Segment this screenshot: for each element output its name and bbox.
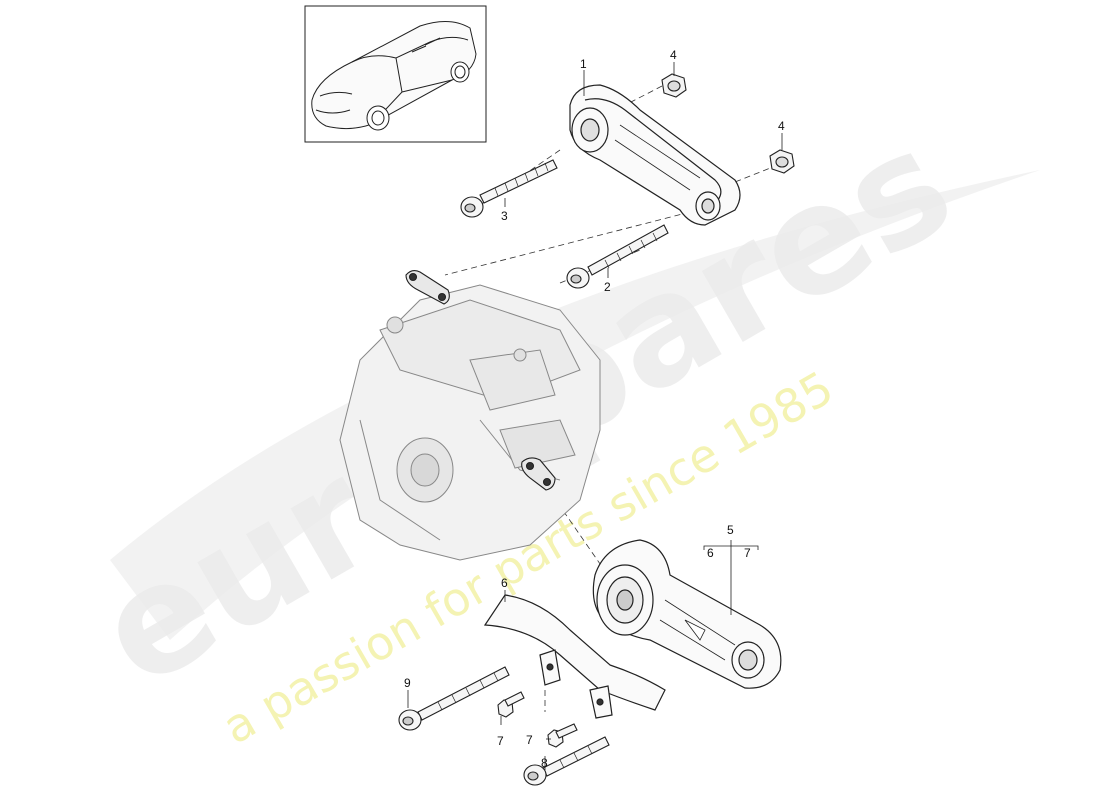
engine-assembly: [339, 284, 601, 561]
part-9-bolt: [398, 666, 510, 731]
callout-9: 9: [404, 676, 411, 690]
part-6-heat-shield: [483, 594, 666, 719]
callout-6: 6: [501, 576, 508, 590]
part-4-nut-right: [769, 149, 795, 174]
callout-2: 2: [604, 280, 611, 294]
part-7-screw-left: [497, 691, 525, 718]
callout-1: 1: [580, 57, 587, 71]
car-thumbnail: [304, 5, 487, 143]
part-4-nut-upper: [661, 73, 687, 98]
callout-8: 8: [541, 756, 548, 770]
callout-leaders: [407, 62, 783, 770]
callout-7-left: 7: [497, 734, 504, 748]
callout-4-upper: 4: [670, 48, 677, 62]
callout-3: 3: [501, 209, 508, 223]
callout-7-right: 7: [526, 733, 533, 747]
car-icon: [311, 21, 477, 131]
part-5-lower-mount: [592, 539, 782, 689]
part-7-screw-right: [547, 723, 578, 748]
engine-upper-mount-link: [405, 269, 450, 305]
part-1-upper-mount-bracket: [569, 84, 741, 226]
callout-5: 5: [727, 523, 734, 537]
part-3-bolt: [460, 159, 558, 218]
callout-4-right: 4: [778, 119, 785, 133]
watermark-swoosh: [110, 170, 1040, 640]
part-8-bolt: [523, 736, 610, 786]
callout-5-sub-7: 7: [744, 546, 751, 560]
part-2-bolt: [566, 224, 669, 289]
callout-5-sub-6: 6: [707, 546, 714, 560]
engine-lower-mount-link: [521, 457, 556, 491]
